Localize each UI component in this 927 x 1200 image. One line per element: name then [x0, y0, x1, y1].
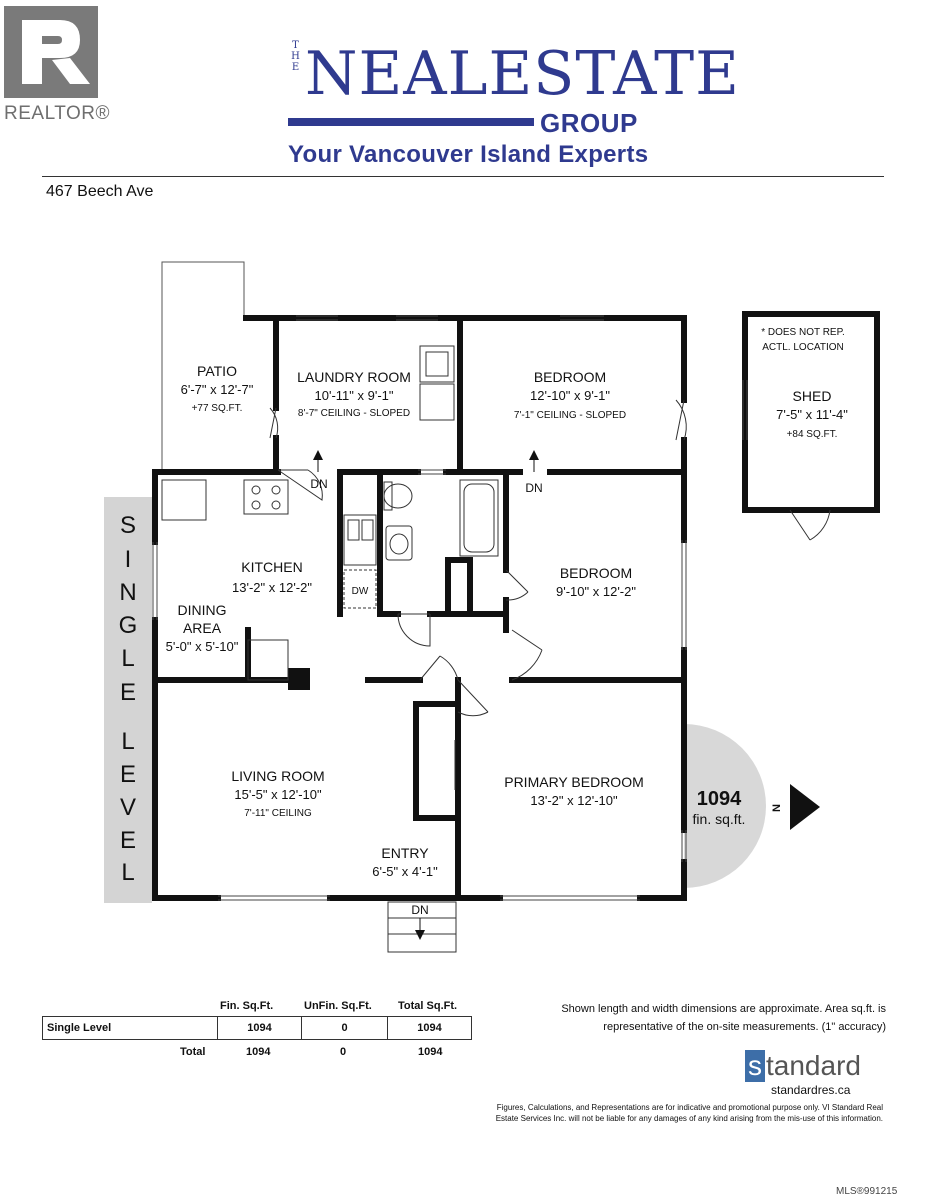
svg-text:AREA: AREA — [183, 620, 222, 636]
svg-text:+84 SQ.FT.: +84 SQ.FT. — [787, 429, 838, 440]
svg-text:15'-5" x 12'-10": 15'-5" x 12'-10" — [234, 787, 322, 802]
svg-text:6'-7" x 12'-7": 6'-7" x 12'-7" — [181, 382, 254, 397]
svg-text:9'-10" x 12'-2": 9'-10" x 12'-2" — [556, 584, 636, 599]
brand-tagline: Your Vancouver Island Experts — [288, 141, 649, 168]
row-fin: 1094 — [217, 1017, 301, 1039]
svg-text:13'-2" x 12'-10": 13'-2" x 12'-10" — [530, 793, 618, 808]
brand-group: GROUP — [540, 108, 638, 138]
row-total: 1094 — [387, 1017, 471, 1039]
brand-the: THE — [290, 40, 301, 73]
standard-url: standardres.ca — [771, 1083, 851, 1097]
fixtures — [161, 345, 499, 953]
laundry-dn-label: DN — [310, 477, 327, 491]
side-letter: E — [120, 827, 136, 854]
header-total: Total Sq.Ft. — [398, 1000, 458, 1012]
svg-text:7'-11" CEILING: 7'-11" CEILING — [244, 808, 312, 819]
total-total: 1094 — [418, 1046, 443, 1058]
table-row: Single Level 1094 0 1094 — [42, 1016, 472, 1040]
area-table: Fin. Sq.Ft. UnFin. Sq.Ft. Total Sq.Ft. S… — [42, 1000, 482, 1070]
entry-dn-label: DN — [411, 903, 428, 917]
room-labels: PATIO 6'-7" x 12'-7" +77 SQ.FT. LAUNDRY … — [166, 327, 849, 879]
area-value: 1094 — [697, 788, 742, 810]
svg-text:7'-5" x 11'-4": 7'-5" x 11'-4" — [776, 407, 848, 422]
svg-text:+77 SQ.FT.: +77 SQ.FT. — [192, 403, 243, 414]
side-letter: I — [125, 546, 132, 573]
svg-text:6'-5" x 4'-1": 6'-5" x 4'-1" — [372, 864, 438, 879]
realtor-logo: REALTOR® — [0, 0, 112, 130]
side-letter: G — [119, 612, 138, 639]
chimney — [288, 668, 310, 690]
fine-print: Figures, Calculations, and Representatio… — [495, 1103, 883, 1123]
svg-text:ACTL. LOCATION: ACTL. LOCATION — [762, 342, 844, 353]
side-letter: L — [121, 859, 134, 886]
mls-number: MLS®991215 — [836, 1186, 898, 1197]
side-letter: N — [119, 579, 136, 606]
header-unfin: UnFin. Sq.Ft. — [304, 1000, 372, 1012]
svg-text:PRIMARY BEDROOM: PRIMARY BEDROOM — [504, 774, 644, 790]
row-label: Single Level — [47, 1022, 112, 1034]
area-unit: fin. sq.ft. — [693, 811, 746, 827]
north-label: N — [771, 804, 783, 812]
side-letter: V — [120, 794, 136, 821]
svg-text:8'-7" CEILING - SLOPED: 8'-7" CEILING - SLOPED — [298, 408, 410, 419]
realtor-r-icon — [4, 6, 98, 98]
realtor-label: REALTOR® — [4, 103, 110, 124]
brand-bar — [288, 118, 534, 126]
windows — [152, 315, 748, 901]
doors — [269, 399, 831, 790]
side-letter: E — [120, 761, 136, 788]
disclaimer: Shown length and width dimensions are ap… — [561, 1003, 886, 1033]
north-arrow-icon — [790, 784, 820, 830]
total-fin: 1094 — [246, 1046, 271, 1058]
total-label: Total — [180, 1046, 206, 1058]
svg-text:LAUNDRY ROOM: LAUNDRY ROOM — [297, 369, 411, 385]
svg-text:* DOES NOT REP.: * DOES NOT REP. — [761, 327, 845, 338]
header-divider — [42, 176, 884, 177]
header-fin: Fin. Sq.Ft. — [220, 1000, 274, 1012]
svg-text:LIVING ROOM: LIVING ROOM — [231, 768, 324, 784]
single-level-strip — [104, 497, 152, 903]
svg-text:ENTRY: ENTRY — [381, 845, 429, 861]
property-address: 467 Beech Ave — [46, 183, 154, 200]
side-letter: L — [121, 645, 134, 672]
total-unfin: 0 — [340, 1046, 347, 1058]
brand-name: NEALESTATE — [305, 39, 740, 109]
svg-text:SHED: SHED — [793, 388, 832, 404]
svg-text:13'-2" x 12'-2": 13'-2" x 12'-2" — [232, 580, 312, 595]
dishwasher-label: DW — [352, 586, 369, 597]
svg-text:10'-11" x 9'-1": 10'-11" x 9'-1" — [315, 388, 394, 403]
svg-text:BEDROOM: BEDROOM — [560, 565, 632, 581]
patio-outline — [161, 261, 245, 470]
svg-text:7'-1" CEILING - SLOPED: 7'-1" CEILING - SLOPED — [514, 410, 626, 421]
svg-text:BEDROOM: BEDROOM — [534, 369, 606, 385]
side-letter: L — [121, 728, 134, 755]
side-letter: E — [120, 679, 136, 706]
compass-disc — [684, 724, 766, 888]
svg-text:12'-10" x 9'-1": 12'-10" x 9'-1" — [530, 388, 610, 403]
stair-arrows — [313, 450, 539, 940]
bedroom-dn-label: DN — [525, 481, 542, 495]
svg-text:5'-0" x 5'-10": 5'-0" x 5'-10" — [166, 639, 239, 654]
svg-text:DINING: DINING — [178, 602, 227, 618]
row-unfin: 0 — [301, 1017, 387, 1039]
walls — [152, 311, 880, 901]
svg-text:KITCHEN: KITCHEN — [241, 559, 302, 575]
side-letter: S — [120, 512, 136, 539]
svg-text:PATIO: PATIO — [197, 363, 237, 379]
